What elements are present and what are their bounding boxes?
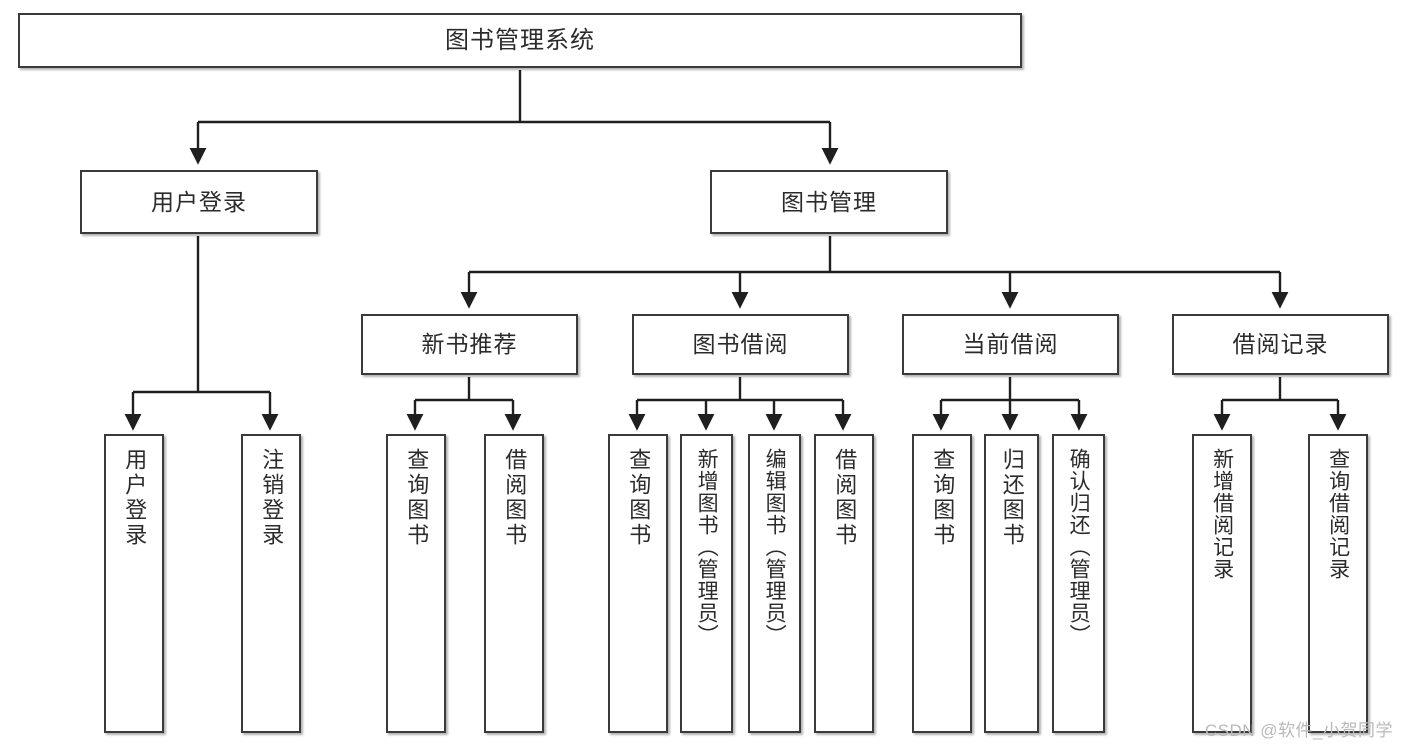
- node-label: 新书推荐: [421, 331, 518, 358]
- node-label: 借阅记录: [1232, 331, 1329, 358]
- node-leaf-query-book-current[interactable]: 查询图书: [912, 434, 972, 733]
- node-leaf-query-borrow-record[interactable]: 查询借阅记录: [1308, 434, 1368, 733]
- node-user-login[interactable]: 用户登录: [80, 170, 318, 234]
- node-book-management[interactable]: 图书管理: [710, 170, 948, 234]
- node-label: 借阅图书: [832, 448, 858, 548]
- watermark: CSDN @软件_小贺同学: [1204, 721, 1393, 740]
- node-leaf-user-login[interactable]: 用户登录: [104, 434, 164, 733]
- node-label: 归还图书: [999, 448, 1025, 548]
- node-label: 查询图书: [930, 448, 956, 548]
- node-label: 注销登录: [259, 448, 285, 548]
- node-label: 图书管理: [781, 188, 877, 215]
- node-leaf-query-book-recommend[interactable]: 查询图书: [386, 434, 446, 733]
- node-label: 查询借阅记录: [1326, 448, 1350, 580]
- node-leaf-confirm-return-admin[interactable]: 确认归还（管理员）: [1052, 434, 1105, 733]
- node-label: 查询图书: [626, 448, 652, 548]
- node-leaf-borrow-book[interactable]: 借阅图书: [814, 434, 874, 733]
- node-label: 借阅图书: [502, 448, 528, 548]
- node-label: 用户登录: [151, 188, 247, 215]
- node-label: 用户登录: [122, 448, 148, 548]
- node-leaf-logout[interactable]: 注销登录: [241, 434, 301, 733]
- node-label: 查询图书: [404, 448, 430, 548]
- node-label: 图书借阅: [692, 331, 789, 358]
- node-label: 确认归还（管理员）: [1067, 448, 1091, 646]
- node-leaf-borrow-book-recommend[interactable]: 借阅图书: [484, 434, 544, 733]
- node-leaf-add-borrow-record[interactable]: 新增借阅记录: [1192, 434, 1252, 733]
- node-book-management-system[interactable]: 图书管理系统: [18, 13, 1022, 68]
- node-book-borrow[interactable]: 图书借阅: [632, 314, 849, 375]
- node-leaf-add-book-admin[interactable]: 新增图书（管理员）: [680, 434, 733, 733]
- node-leaf-query-book-borrow[interactable]: 查询图书: [608, 434, 668, 733]
- node-current-borrow[interactable]: 当前借阅: [902, 314, 1119, 375]
- node-label: 编辑图书（管理员）: [763, 448, 787, 646]
- node-leaf-edit-book-admin[interactable]: 编辑图书（管理员）: [748, 434, 801, 733]
- node-leaf-return-book[interactable]: 归还图书: [984, 434, 1039, 733]
- node-label: 新增图书（管理员）: [695, 448, 719, 646]
- node-borrow-record[interactable]: 借阅记录: [1172, 314, 1389, 375]
- node-new-book-recommend[interactable]: 新书推荐: [361, 314, 578, 375]
- node-label: 当前借阅: [962, 331, 1059, 358]
- node-label: 新增借阅记录: [1210, 448, 1234, 580]
- node-label: 图书管理系统: [445, 26, 595, 54]
